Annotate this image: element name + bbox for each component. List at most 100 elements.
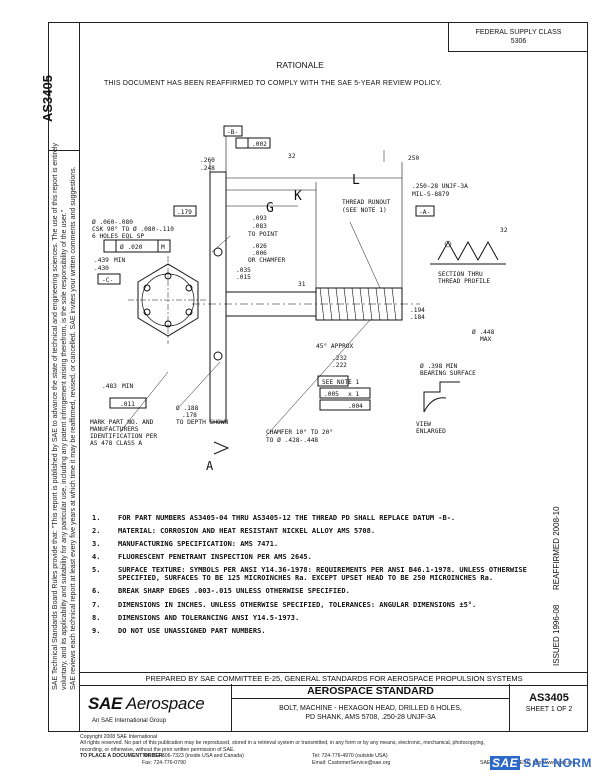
dim-31: 31 xyxy=(298,281,306,288)
see-note-1-box xyxy=(317,375,349,387)
note-item: 7.DIMENSIONS IN INCHES. UNLESS OTHERWISE… xyxy=(92,600,477,609)
datum-c-label: -C- xyxy=(102,277,113,284)
logo-sae: SAE xyxy=(88,694,123,713)
bearing-2: BEARING SURFACE xyxy=(420,370,476,377)
bolt-drawing: -B- .002 32 .260 .248 K L G 250 .250-28 … xyxy=(90,125,508,473)
datum-b-box xyxy=(223,125,243,137)
footer-rights: All rights reserved. No part of this pub… xyxy=(80,740,485,747)
dim-188: Ø .188 xyxy=(176,404,199,412)
leader-holes xyxy=(211,235,231,253)
dim-184: .184 xyxy=(410,314,425,321)
to-point: TO POINT xyxy=(248,231,278,238)
note-item: 4.FLUORESCENT PENETRANT INSPECTION PER A… xyxy=(92,553,312,562)
angle-32: 32 xyxy=(288,153,296,160)
note-item: 3.MANUFACTURING SPECIFICATION: AMS 7471. xyxy=(92,540,279,549)
dim-439: .439 xyxy=(94,257,109,264)
chamfer-1: CHAMFER 10° TO 20° xyxy=(266,428,333,436)
logo-subtitle: An SAE International Group xyxy=(92,718,167,724)
footer-web: SAE WEB ADDRESS: http://www.sae.org xyxy=(480,759,576,766)
datum-b-fcf xyxy=(235,137,271,149)
enlarged-view-outline xyxy=(423,381,460,412)
footer: Copyright 2008 SAE International All rig… xyxy=(80,734,588,766)
dim-006: .006 xyxy=(252,250,267,257)
dim-439-suffix: MIN xyxy=(114,257,125,264)
dim-222: .222 xyxy=(332,362,347,369)
datum-b-label: -B- xyxy=(227,129,238,136)
dim-448-suffix: MAX xyxy=(480,336,491,343)
note-item: 1.FOR PART NUMBERS AS3405-04 THRU AS3405… xyxy=(92,514,456,522)
rationale-heading: RATIONALE xyxy=(276,60,324,70)
dim-483-suffix: MIN xyxy=(122,383,133,390)
bolt-head-side xyxy=(209,171,227,423)
footer-email: Email: CustomerService@sae.org xyxy=(312,759,391,766)
reaffirmed-date: REAFFIRMED 2008-10 xyxy=(552,506,561,590)
to-depth: TO DEPTH SHOWN xyxy=(176,419,228,426)
fcf-holes xyxy=(103,239,171,253)
dim-430: .430 xyxy=(94,265,109,272)
hex-hole-4 xyxy=(185,284,193,292)
supply-class-label: FEDERAL SUPPLY CLASS xyxy=(475,29,562,36)
angle-32-b: 32 xyxy=(500,227,508,234)
side-doc-id: AS3405 xyxy=(40,75,55,122)
logo-aerospace: Aerospace xyxy=(125,694,205,713)
letter-g: G xyxy=(266,201,274,216)
holes-1: Ø .060-.080 xyxy=(92,218,133,226)
tol-004: .004 xyxy=(348,403,363,410)
view-2: ENLARGED xyxy=(416,428,446,435)
rationale-text: THIS DOCUMENT HAS BEEN REAFFIRMED TO COM… xyxy=(104,80,442,87)
left-column-divider xyxy=(48,150,80,151)
tol-179: .179 xyxy=(177,209,192,216)
leader-chamfer xyxy=(265,319,371,437)
dim-178: .178 xyxy=(182,412,197,419)
tol-011: .011 xyxy=(120,401,135,408)
dim-232: .232 xyxy=(332,355,347,362)
footer-order-row: TO PLACE A DOCUMENT ORDER: Tel: 877-606-… xyxy=(80,753,588,759)
approx-45: 45° APPROX xyxy=(316,342,354,350)
logo-wordmark: SAE Aerospace xyxy=(88,694,205,714)
left-column xyxy=(48,22,80,732)
or-chamfer: OR CHAMFER xyxy=(248,257,286,264)
dim-448: Ø .448 xyxy=(472,328,495,336)
footer-tel-1: Tel: 877-606-7323 (inside USA and Canada… xyxy=(142,753,244,760)
note-item: 8.DIMENSIONS AND TOLERANCING ANSI Y14.5-… xyxy=(92,613,300,622)
issued-date: ISSUED 1996-08 xyxy=(552,604,561,666)
dim-194: .194 xyxy=(410,307,425,314)
tol-011-box xyxy=(109,397,147,409)
tol-004-box xyxy=(319,399,371,411)
dim-083: .083 xyxy=(252,223,267,230)
dim-026: .026 xyxy=(252,243,267,250)
watermark-logo: SAE xyxy=(490,756,521,770)
supply-class-number: 5306 xyxy=(510,38,527,45)
dim-015: .015 xyxy=(236,274,251,281)
drilled-hole-1 xyxy=(213,247,223,257)
footer-contact-row: Fax: 724-776-0790 Email: CustomerService… xyxy=(80,760,588,766)
page-frame xyxy=(48,22,588,732)
datum-c-box xyxy=(97,273,121,285)
hex-hole-5 xyxy=(143,308,151,316)
footer-copyright: Copyright 2008 SAE International xyxy=(80,734,157,740)
thread-runout-1: THREAD RUNOUT xyxy=(342,199,391,206)
title-line-1: BOLT, MACHINE - HEXAGON HEAD, DRILLED 6 … xyxy=(279,705,462,712)
note-item: 9.DO NOT USE UNASSIGNED PART NUMBERS. xyxy=(92,626,266,635)
letter-k: K xyxy=(294,189,302,204)
standard-label: AEROSPACE STANDARD xyxy=(232,684,509,699)
leader-runout xyxy=(349,221,381,289)
thread-callout-1: .250-28 UNJF-3A xyxy=(412,183,468,190)
side-note-3: SAE reviews each technical report at lea… xyxy=(70,166,77,690)
section-thru-1: SECTION THRU xyxy=(438,271,483,278)
fcf-holes-ref: M xyxy=(161,244,165,251)
holes-3: 6 HOLES EQL SP xyxy=(92,233,144,240)
hex-hole-6 xyxy=(185,308,193,316)
thread-runout-2: (SEE NOTE 1) xyxy=(342,207,387,214)
tol-005-mult: x 1 xyxy=(348,391,359,398)
section-arrow-a xyxy=(213,441,230,455)
leader-188 xyxy=(179,361,221,407)
mark-4: AS 478 CLASS A xyxy=(90,440,142,447)
dim-035: .035 xyxy=(236,267,251,274)
holes-2: CSK 90° TO Ø .080-.110 xyxy=(92,225,174,233)
mark-1: MARK PART NO. AND xyxy=(90,419,154,426)
note-item: 6.BREAK SHARP EDGES .003-.015 UNLESS OTH… xyxy=(92,587,350,596)
tol-005: .005 xyxy=(324,391,339,398)
section-thru-2: THREAD PROFILE xyxy=(438,278,490,285)
